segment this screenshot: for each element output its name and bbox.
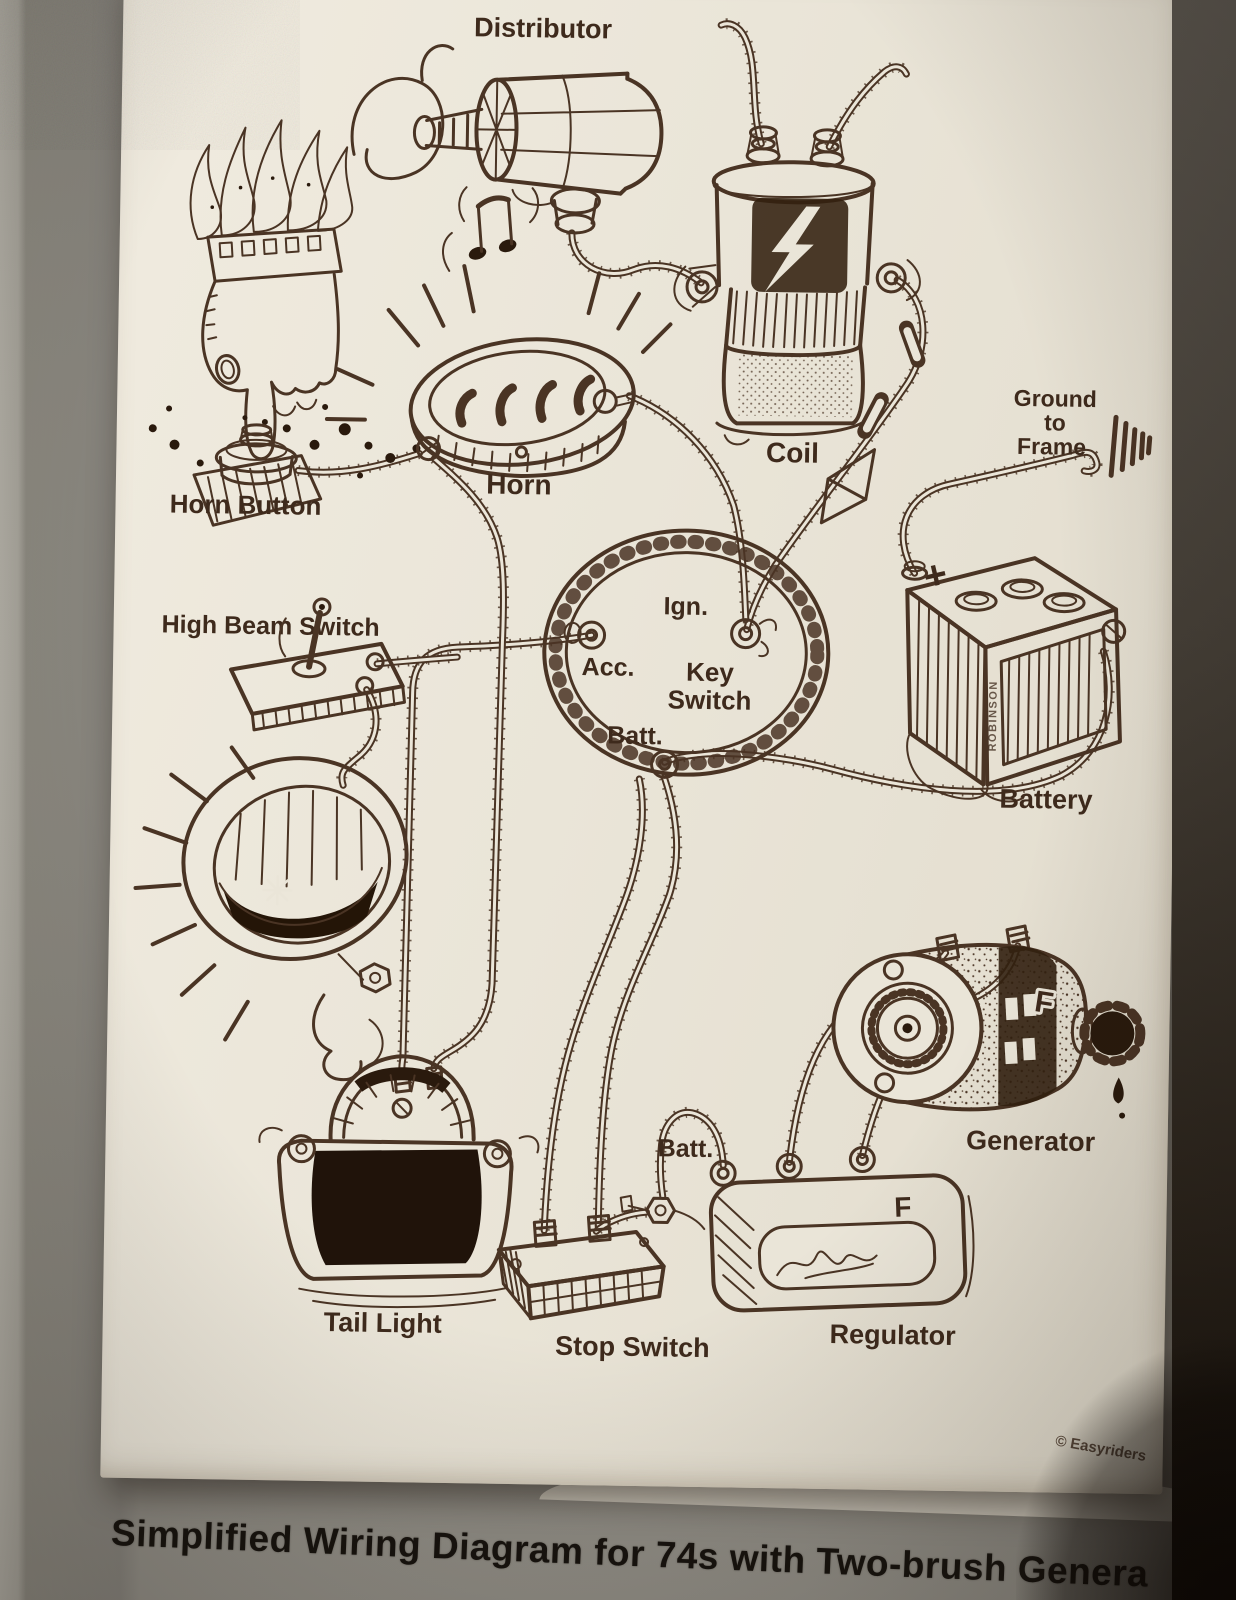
horn-label: Horn xyxy=(486,469,552,501)
headlight-illustration xyxy=(133,745,409,1082)
distributor-label: Distributor xyxy=(474,12,613,44)
wire-distributor-to-coil xyxy=(568,229,705,287)
tail-light-illustration: Tail Light xyxy=(258,1054,540,1339)
ground-label-line1: Ground xyxy=(1014,385,1097,412)
wire-highbeam-to-headlight xyxy=(338,686,380,789)
generator-illustration: F Generator xyxy=(831,924,1146,1157)
wiring-harness xyxy=(294,18,1115,1236)
ignition-terminal xyxy=(730,618,762,650)
regulator-label: Regulator xyxy=(829,1319,956,1351)
coil-label: Coil xyxy=(766,437,819,469)
accessory-label: Acc. xyxy=(581,653,634,682)
battery-label: Battery xyxy=(999,784,1093,815)
diagram-paper: Distributor Coil xyxy=(100,0,1186,1495)
horn-button-illustration xyxy=(192,423,323,527)
key-switch-label-line1: Key xyxy=(686,657,735,688)
battery-illustration: + Battery ROBINSON xyxy=(901,552,1127,815)
glint-icon xyxy=(262,875,293,906)
tail-light-label: Tail Light xyxy=(324,1307,442,1339)
flames-icon xyxy=(189,119,354,240)
regulator-f-marking: F xyxy=(894,1191,912,1223)
generator-label: Generator xyxy=(966,1125,1096,1157)
accessory-terminal xyxy=(577,620,607,650)
fist xyxy=(201,272,340,461)
battery-terminal xyxy=(650,749,680,779)
horn-button-label: Horn Button xyxy=(170,489,322,521)
ground-label-line2: to xyxy=(1044,409,1066,435)
key-batt-label: Batt. xyxy=(607,721,663,750)
ground-to-frame: Ground to Frame xyxy=(1014,385,1153,478)
corner-shadow xyxy=(1016,1340,1236,1600)
wire-stopswitch-second-cable xyxy=(540,775,646,1235)
music-note-icon xyxy=(442,186,540,272)
key-switch-illustration: Ign. Acc. Key Switch Batt. xyxy=(542,528,831,779)
wire-flag xyxy=(819,448,877,525)
regulator-batt-label: Batt. xyxy=(658,1134,714,1163)
coil-illustration: Coil xyxy=(673,125,926,525)
distributor-illustration: Distributor xyxy=(350,12,664,235)
spark-dots xyxy=(148,403,421,479)
stop-switch-illustration: Stop Switch xyxy=(496,1214,710,1363)
hand-pressing-button-illustration: Horn Button xyxy=(148,119,421,527)
ground-label-line3: Frame xyxy=(1017,433,1086,460)
wiring-diagram-illustration: Distributor Coil xyxy=(133,12,1153,1465)
artist-signature: ROBINSON xyxy=(987,680,1000,751)
signature-squiggle xyxy=(776,1250,878,1280)
book-page-edge xyxy=(1172,0,1236,1600)
cuff xyxy=(206,227,343,283)
stop-switch-label: Stop Switch xyxy=(555,1331,710,1363)
sound-rays-icon xyxy=(324,264,673,422)
ignition-label: Ign. xyxy=(663,592,708,621)
high-beam-switch-illustration: High Beam Switch xyxy=(161,597,406,732)
regulator-illustration: F Batt. Regulator xyxy=(619,1134,975,1351)
key-switch-label-line2: Switch xyxy=(667,684,751,715)
horn-illustration: Horn xyxy=(324,186,673,501)
light-rays-icon xyxy=(133,745,256,1042)
horn-slots xyxy=(455,374,596,428)
high-beam-switch-label: High Beam Switch xyxy=(161,610,380,641)
ground-symbol-icon xyxy=(1108,414,1153,478)
